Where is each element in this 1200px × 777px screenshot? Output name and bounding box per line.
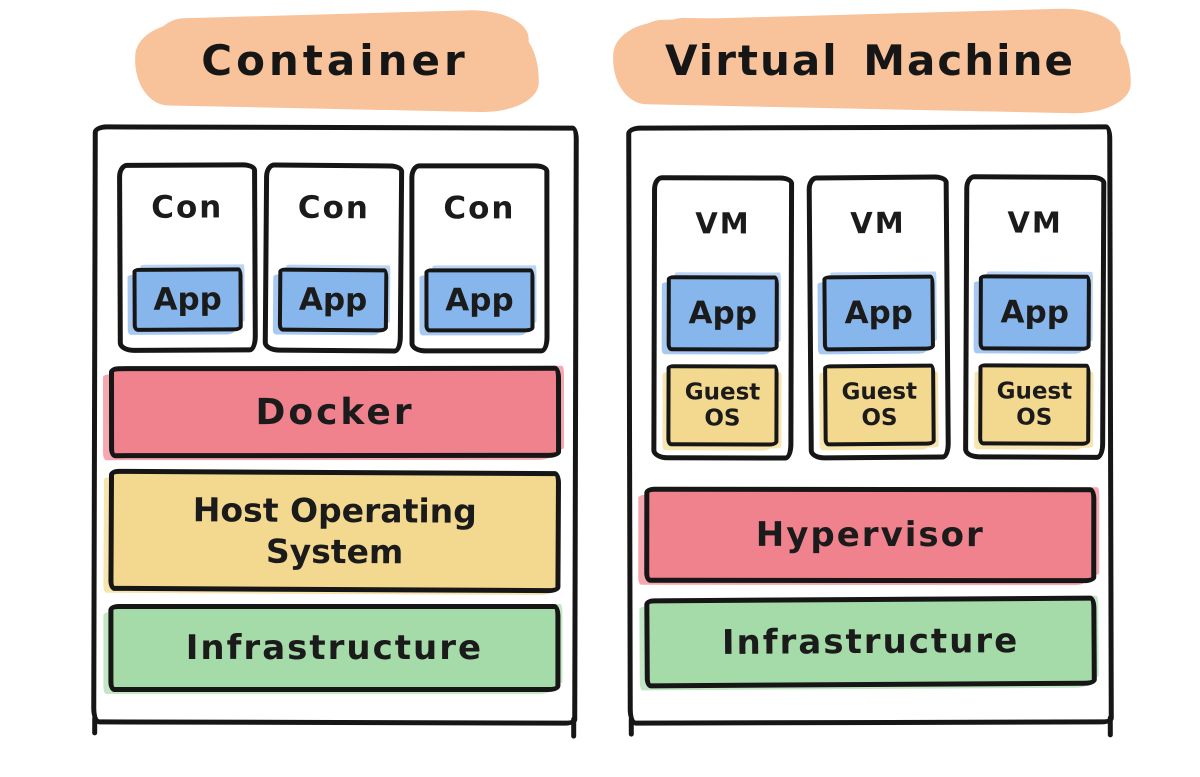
- hypervisor-layer: Hypervisor: [644, 486, 1097, 584]
- container-stack-panel: Con App Con App Con App Docker Host Oper…: [91, 124, 579, 739]
- vm-title-highlight: Virtual Machine: [635, 17, 1105, 103]
- app-chip: App: [978, 274, 1091, 351]
- vm-label: VM: [695, 206, 751, 241]
- host-os-layer: Host Operating System: [108, 468, 562, 594]
- app-label: App: [688, 295, 757, 332]
- vm-title-slot: Virtual Machine: [627, 17, 1113, 103]
- hypervisor-label: Hypervisor: [755, 514, 985, 556]
- app-label: App: [1000, 294, 1070, 331]
- vm-title: Virtual Machine: [665, 35, 1075, 85]
- container-box-2: Con App: [262, 162, 405, 354]
- vm-label: VM: [850, 205, 906, 241]
- sketch-overshoot: [92, 715, 98, 736]
- app-chip: App: [132, 267, 243, 332]
- infrastructure-layer-right: Infrastructure: [644, 595, 1097, 689]
- host-os-label: Host Operating System: [192, 490, 477, 572]
- sketch-overshoot: [1107, 715, 1113, 738]
- docker-label: Docker: [255, 391, 415, 433]
- app-label: App: [298, 281, 368, 319]
- app-chip: App: [424, 268, 535, 333]
- vm-box-3: VM App Guest OS: [963, 174, 1107, 460]
- guest-os-label: Guest OS: [996, 377, 1073, 431]
- app-chip: App: [277, 267, 389, 333]
- sketch-overshoot: [571, 716, 577, 739]
- app-label: App: [844, 294, 914, 332]
- guest-os-label: Guest OS: [841, 378, 918, 432]
- guest-os-chip: Guest OS: [978, 363, 1091, 446]
- container-box-1: Con App: [117, 162, 258, 353]
- container-box-3: Con App: [409, 163, 550, 354]
- vm-box-1: VM App Guest OS: [651, 175, 795, 461]
- docker-layer: Docker: [108, 365, 562, 459]
- app-chip: App: [666, 275, 779, 352]
- app-label: App: [153, 281, 222, 318]
- guest-os-chip: Guest OS: [823, 363, 936, 447]
- container-label: Con: [151, 189, 224, 226]
- infrastructure-label: Infrastructure: [721, 621, 1020, 663]
- infrastructure-label: Infrastructure: [185, 627, 484, 668]
- app-chip: App: [822, 274, 935, 352]
- guest-os-chip: Guest OS: [666, 364, 779, 447]
- container-label: Con: [443, 190, 516, 227]
- container-label: Con: [297, 189, 371, 227]
- infrastructure-layer-left: Infrastructure: [108, 603, 561, 692]
- vm-label: VM: [1007, 205, 1063, 240]
- sketch-overshoot: [628, 716, 634, 737]
- guest-os-label: Guest OS: [684, 378, 761, 432]
- container-title: Container: [201, 35, 469, 85]
- container-title-slot: Container: [92, 17, 578, 103]
- vm-box-2: VM App Guest OS: [806, 174, 951, 461]
- vm-stack-panel: VM App Guest OS VM App Guest OS VM App G…: [626, 124, 1114, 738]
- app-label: App: [445, 282, 514, 319]
- container-title-highlight: Container: [157, 17, 513, 103]
